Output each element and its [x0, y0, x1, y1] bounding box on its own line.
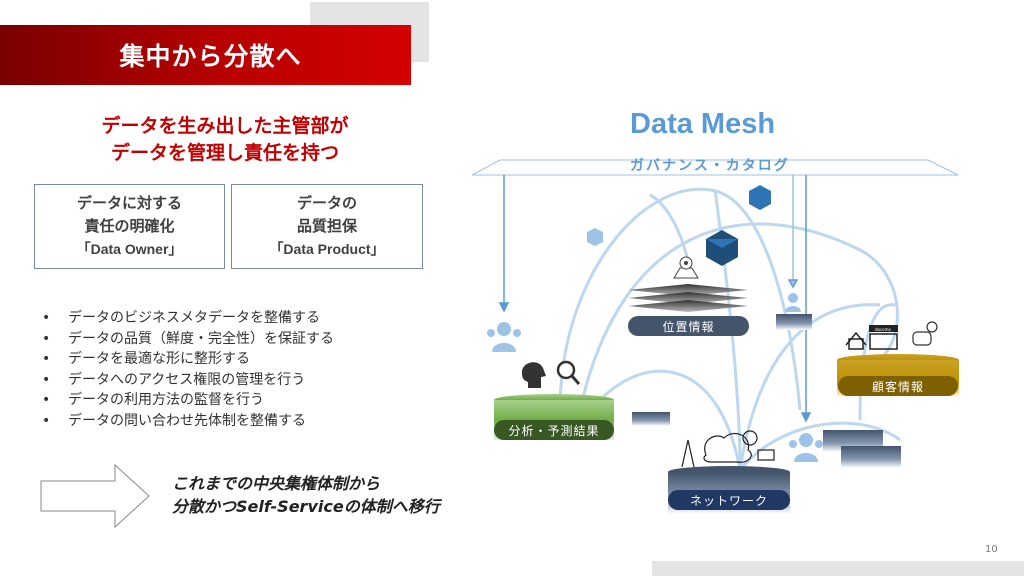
- domain-label-customer: 顧客情報: [838, 376, 958, 396]
- box-line: データに対する: [76, 194, 182, 212]
- transition-statement: これまでの中央集権体制から 分散かつSelf-Serviceの体制へ移行: [172, 472, 440, 518]
- bullet-icon: •: [42, 310, 51, 326]
- small-domain-platforms: [632, 314, 901, 468]
- footer-decoration: [652, 561, 1024, 576]
- slide-title: 集中から分散へ: [119, 42, 302, 71]
- data-product-cube-icon: [749, 185, 771, 210]
- domain-label-analytics: 分析・予測結果: [494, 420, 614, 440]
- list-item: • データの問い合わせ先体制を整備する: [42, 411, 334, 432]
- store-sign-text: docomo: [875, 327, 892, 332]
- title-band: 集中から分散へ: [0, 25, 411, 85]
- list-item-text: データの問い合わせ先体制を整備する: [68, 412, 306, 429]
- box-term: 「Data Owner」: [76, 241, 183, 257]
- workstation-icon: [757, 449, 775, 461]
- domain-label-network: ネットワーク: [668, 490, 790, 510]
- lead-line-1: データを生み出した主管部が: [101, 115, 349, 137]
- list-item: • データを最適な形に整形する: [42, 349, 334, 370]
- lead-statement: データを生み出した主管部が データを管理し責任を持つ: [40, 113, 410, 167]
- network-users-icon: [789, 433, 823, 462]
- lead-line-2: データを管理し責任を持つ: [110, 142, 339, 164]
- analysis-magnifier-icon: [556, 360, 581, 385]
- bullet-icon: •: [42, 371, 51, 388]
- list-item: • データの品質（鮮度・完全性）を保証する: [42, 329, 334, 350]
- analytics-users-icon: [487, 322, 521, 352]
- mesh-link: [738, 421, 901, 471]
- mesh-link: [598, 369, 742, 471]
- bullet-icon: •: [42, 330, 51, 347]
- ai-head-icon: [742, 430, 758, 446]
- mesh-link: [578, 222, 899, 411]
- idea-head-icon: [522, 362, 546, 388]
- governance-arrows: [498, 175, 812, 423]
- bullet-icon: •: [42, 351, 51, 367]
- right-arrow-icon: [40, 464, 150, 528]
- list-item-text: データの品質（鮮度・完全性）を保証する: [68, 330, 334, 347]
- box-line: 責任の明確化: [84, 217, 175, 235]
- mesh-link: [858, 303, 896, 421]
- data-owner-box: データに対する 責任の明確化 「Data Owner」: [34, 184, 225, 269]
- governance-catalog-label: ガバナンス・カタログ: [630, 158, 790, 174]
- list-item: • データの利用方法の監督を行う: [42, 390, 334, 411]
- location-users-icon: [785, 293, 801, 312]
- chatbot-icon: [912, 321, 938, 346]
- domain-label-location: 位置情報: [628, 316, 749, 336]
- location-layers: [628, 284, 748, 312]
- box-line: データの: [296, 194, 357, 212]
- transition-line-2: 分散かつSelf-Serviceの体制へ移行: [172, 497, 440, 516]
- list-item-text: データのビジネスメタデータを整備する: [68, 310, 320, 326]
- mesh-link: [738, 303, 881, 471]
- mesh-links: [558, 187, 901, 471]
- bullet-icon: •: [42, 392, 51, 408]
- network-icons: [681, 430, 775, 468]
- antenna-icon: [681, 439, 695, 468]
- bullet-icon: •: [42, 412, 51, 429]
- data-product-cube-icon: [587, 228, 603, 246]
- governance-plane: [471, 159, 959, 176]
- box-line: 品質担保: [296, 217, 357, 235]
- location-pin-icon: [673, 256, 699, 279]
- page-number: 10: [985, 544, 998, 555]
- data-product-cube-icon: [706, 230, 738, 266]
- list-item: • データへのアクセス権限の管理を行う: [42, 370, 334, 391]
- list-item-text: データの利用方法の監督を行う: [68, 392, 264, 408]
- list-item-text: データへのアクセス権限の管理を行う: [68, 371, 306, 388]
- store-icon: docomo: [869, 325, 898, 350]
- data-product-box: データの 品質担保 「Data Product」: [231, 184, 423, 269]
- list-item-text: データを最適な形に整形する: [68, 351, 250, 367]
- box-term: 「Data Product」: [269, 241, 385, 257]
- list-item: • データのビジネスメタデータを整備する: [42, 308, 334, 329]
- mesh-link: [558, 187, 802, 411]
- responsibility-list: • データのビジネスメタデータを整備する • データの品質（鮮度・完全性）を保証する…: [42, 308, 334, 431]
- data-mesh-diagram: docomo: [471, 159, 959, 514]
- cloud-server-icon: [703, 433, 752, 463]
- mesh-link: [649, 193, 692, 271]
- house-icon: [845, 331, 867, 350]
- transition-line-1: これまでの中央集権体制から: [172, 474, 381, 493]
- diagram-title: Data Mesh: [630, 108, 776, 140]
